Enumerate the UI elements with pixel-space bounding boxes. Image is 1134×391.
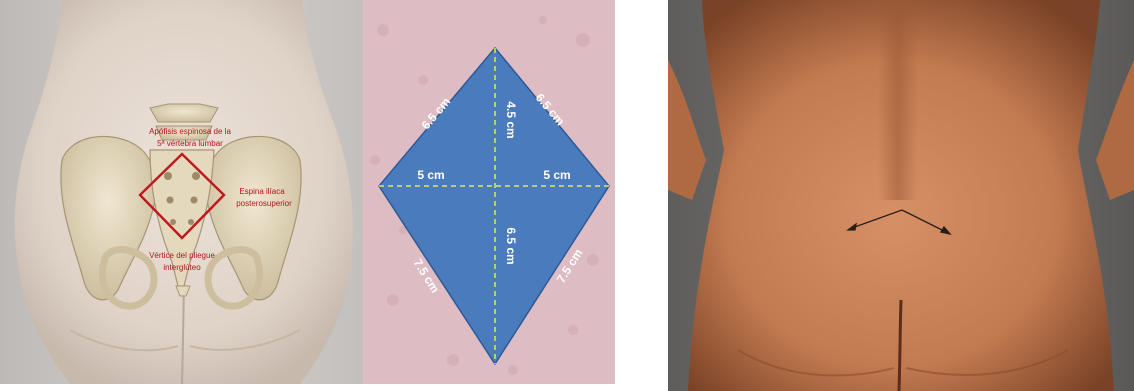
gluteal-fold-label-line1: Vértice del pliegue bbox=[149, 251, 215, 260]
iliac-spine-label-line2: posterosuperior bbox=[236, 199, 292, 208]
iliac-spine-label-line1: Espina ilíaca bbox=[239, 187, 285, 196]
diamond-measurement-diagram: 6.5 cm 6.5 cm 4.5 cm 5 cm 5 cm 6.5 cm 7.… bbox=[363, 0, 615, 384]
spinous-process-label-line1: Apófisis espinosa de la bbox=[149, 127, 231, 136]
anatomy-svg: Apófisis espinosa de la 5ª vértebra lumb… bbox=[0, 0, 363, 384]
anatomy-illustration: Apófisis espinosa de la 5ª vértebra lumb… bbox=[0, 0, 363, 384]
spinous-process-label-line2: 5ª vértebra lumbar bbox=[157, 139, 223, 148]
diamond-svg: 6.5 cm 6.5 cm 4.5 cm 5 cm 5 cm 6.5 cm 7.… bbox=[363, 0, 615, 384]
lower-back-photo bbox=[668, 0, 1134, 391]
spine-groove bbox=[878, 0, 918, 200]
back-photo-svg bbox=[668, 0, 1134, 391]
upper-vertical-label: 4.5 cm bbox=[504, 101, 518, 138]
gluteal-fold-label-line2: interglúteo bbox=[163, 263, 201, 272]
left-horizontal-label: 5 cm bbox=[417, 168, 444, 182]
photo-gluteal-cleft bbox=[899, 300, 901, 391]
lower-vertical-label: 6.5 cm bbox=[504, 227, 518, 264]
right-horizontal-label: 5 cm bbox=[543, 168, 570, 182]
